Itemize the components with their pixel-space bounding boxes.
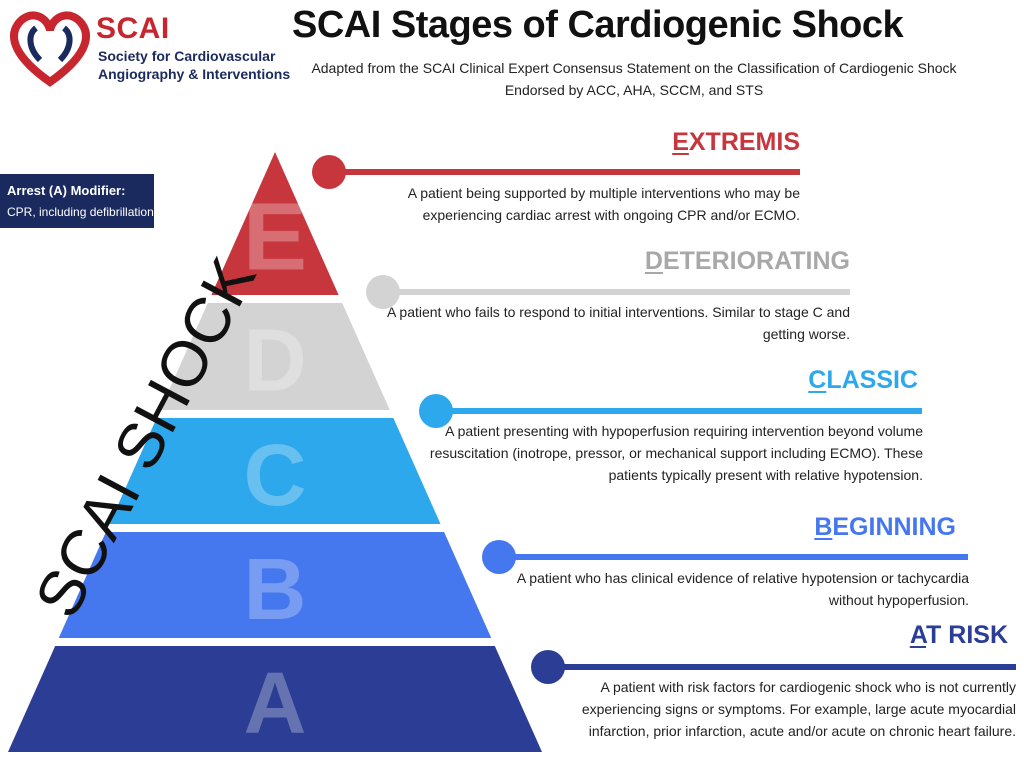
stage-label-e: EXTREMIS <box>672 128 800 157</box>
pyramid-letter-b: B <box>244 541 307 638</box>
stage-label-a: AT RISK <box>910 621 1008 650</box>
stage-description-line: A patient who has clinical evidence of r… <box>516 570 969 586</box>
arrest-modifier-text: CPR, including defibrillation <box>7 205 154 219</box>
stage-description-line: infarction, prior infarction, acute and/… <box>588 723 1016 739</box>
stage-label-rest: XTREMIS <box>688 128 800 156</box>
stage-label-initial: D <box>644 247 663 275</box>
pyramid-band-a <box>8 646 542 752</box>
stage-description-line: A patient who fails to respond to initia… <box>386 304 850 320</box>
connector-line-e <box>329 169 800 175</box>
pyramid-band-e <box>211 152 339 295</box>
pyramid-letter-a: A <box>244 655 307 752</box>
pyramid-letter-c: C <box>244 427 307 524</box>
logo-subtitle-line1: Society for Cardiovascular <box>98 48 276 64</box>
stage-description-line: A patient presenting with hypoperfusion … <box>445 423 923 439</box>
stage-description-line: experiencing signs or symptoms. For exam… <box>581 701 1016 717</box>
connector-line-c <box>436 408 922 414</box>
stage-label-rest: LASSIC <box>826 366 918 394</box>
connector-line-b <box>499 554 968 560</box>
stage-label-b: BEGINNING <box>814 513 956 542</box>
scai-heart-logo-icon <box>10 11 90 87</box>
logo-name: SCAI <box>96 12 170 45</box>
stage-label-rest: EGINNING <box>832 513 956 541</box>
stage-description-line: experiencing cardiac arrest with ongoing… <box>422 207 800 223</box>
pyramid-band-c <box>109 418 441 524</box>
stage-label-rest: T RISK <box>926 621 1008 649</box>
stage-label-initial: E <box>672 128 689 156</box>
stage-description-d: A patient who fails to respond to initia… <box>387 301 850 345</box>
stage-description-line: resuscitation (inotrope, pressor, or mec… <box>429 445 923 461</box>
stage-description-line: A patient being supported by multiple in… <box>407 185 800 201</box>
page-subtitle-line1: Adapted from the SCAI Clinical Expert Co… <box>311 60 957 76</box>
pyramid-band-b <box>58 532 492 638</box>
pyramid-band-d <box>160 303 390 410</box>
stage-description-c: A patient presenting with hypoperfusion … <box>430 420 923 486</box>
stage-description-b: A patient who has clinical evidence of r… <box>517 567 969 611</box>
stage-description-e: A patient being supported by multiple in… <box>408 182 800 226</box>
stage-description-line: getting worse. <box>762 326 850 342</box>
pyramid-letter-d: D <box>243 312 306 410</box>
connector-dot-c <box>419 394 453 428</box>
stage-label-initial: B <box>814 513 833 541</box>
pyramid-letter-e: E <box>243 183 307 290</box>
connector-dot-e <box>312 155 346 189</box>
stage-description-a: A patient with risk factors for cardioge… <box>582 676 1016 742</box>
arrest-modifier-title: Arrest (A) Modifier: <box>7 183 126 198</box>
connector-dot-d <box>366 275 400 309</box>
page-subtitle-line2: Endorsed by ACC, AHA, SCCM, and STS <box>504 82 764 98</box>
arrest-modifier-box: Arrest (A) Modifier: CPR, including defi… <box>0 174 154 228</box>
stage-label-initial: C <box>808 366 827 394</box>
stage-description-line: patients typically present with relative… <box>608 467 923 483</box>
stage-label-c: CLASSIC <box>808 366 918 395</box>
stage-description-line: without hypoperfusion. <box>828 592 969 608</box>
page-title: SCAI Stages of Cardiogenic Shock <box>292 4 904 46</box>
connector-line-d <box>383 289 850 295</box>
connector-dot-b <box>482 540 516 574</box>
stage-label-initial: A <box>909 621 927 649</box>
connector-dot-a <box>531 650 565 684</box>
logo-subtitle-line2: Angiography & Interventions <box>98 66 291 82</box>
stage-label-rest: ETERIORATING <box>662 247 850 275</box>
stage-label-d: DETERIORATING <box>645 247 850 276</box>
connector-line-a <box>548 664 1016 670</box>
stage-description-line: A patient with risk factors for cardioge… <box>600 679 1016 695</box>
